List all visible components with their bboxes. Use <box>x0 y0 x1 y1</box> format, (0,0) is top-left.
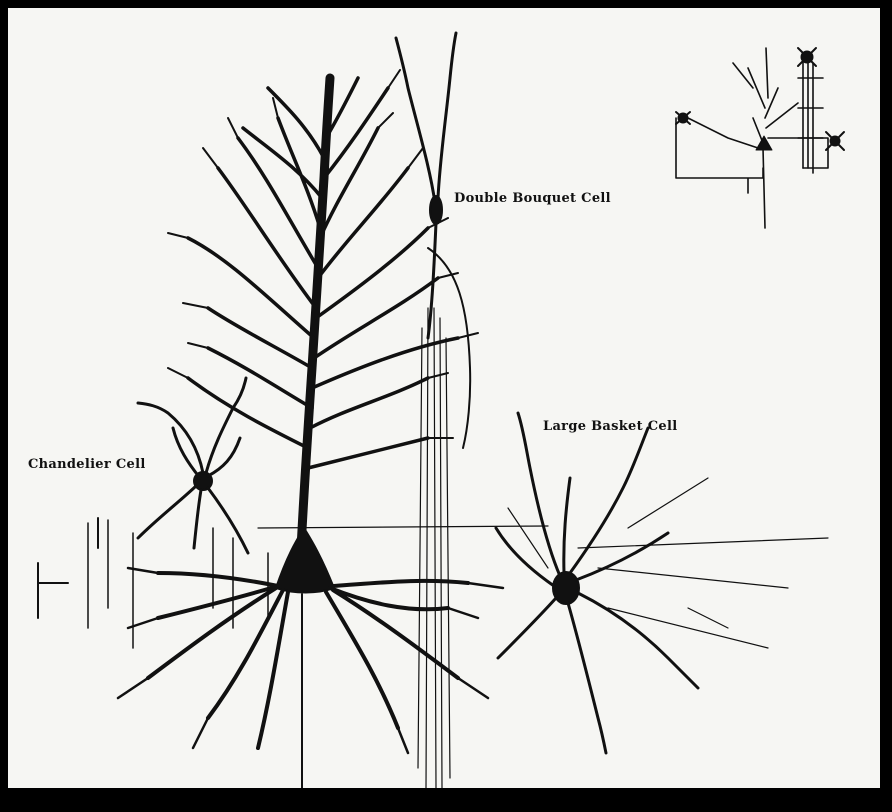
chandelier-label: Chandelier Cell <box>28 457 146 472</box>
bottom-border <box>0 788 892 812</box>
chandelier-dendrites <box>138 378 248 553</box>
double-bouquet-label: Double Bouquet Cell <box>454 191 611 206</box>
pyramidal-soma <box>276 528 334 593</box>
large-basket-label: Large Basket Cell <box>543 419 677 434</box>
pyramidal-apical-dendrite <box>300 78 330 568</box>
large-basket-dendrites <box>496 413 698 753</box>
double-bouquet-dendrites <box>396 33 456 338</box>
neuron-drawing <box>8 8 880 788</box>
circuit-schematic-icon <box>676 48 828 228</box>
double-bouquet-soma <box>430 196 442 224</box>
figure-panel: Double Bouquet Cell Chandelier Cell Larg… <box>8 8 880 788</box>
